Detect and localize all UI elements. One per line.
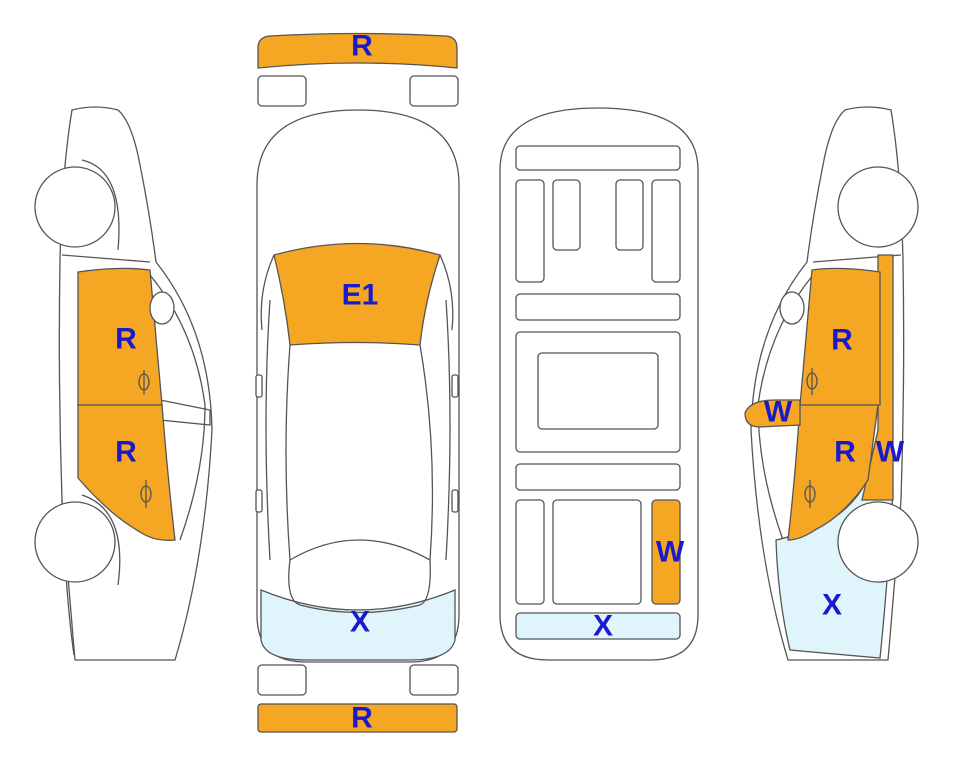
top-roof-outline bbox=[285, 344, 434, 562]
left-rear-door-panel[interactable] bbox=[77, 404, 176, 541]
interior-dashboard bbox=[515, 145, 681, 171]
top-view: R E1 X R bbox=[255, 30, 460, 735]
interior-front-left-seat bbox=[552, 179, 581, 251]
rear-left-taillight bbox=[257, 664, 307, 696]
right-side-mirror-housing bbox=[779, 291, 805, 325]
right-front-wheel bbox=[837, 166, 919, 248]
right-rear-door-label: R bbox=[834, 436, 856, 469]
interior-roof-panel bbox=[537, 352, 659, 430]
top-rear-label: X bbox=[350, 606, 370, 639]
left-rear-wheel-arch bbox=[81, 494, 121, 586]
right-rear-quarter-label: X bbox=[822, 589, 842, 622]
interior-front-right-door bbox=[651, 179, 681, 283]
top-left-mirror bbox=[255, 374, 263, 398]
top-left-body-line bbox=[265, 299, 271, 561]
interior-rear-panel[interactable] bbox=[515, 612, 681, 640]
interior-rear-label: X bbox=[593, 610, 613, 643]
left-rear-door-label: R bbox=[115, 436, 137, 469]
interior-front-right-seat bbox=[615, 179, 644, 251]
rear-bumper-label: R bbox=[351, 702, 373, 735]
hood-label: E1 bbox=[342, 279, 379, 312]
right-pillar-label: W bbox=[876, 436, 905, 469]
interior-rear-bench bbox=[552, 499, 642, 605]
right-mirror-panel[interactable] bbox=[744, 399, 801, 428]
left-side-mirror bbox=[149, 291, 175, 325]
right-rear-door-handle bbox=[804, 480, 816, 508]
left-front-door-label: R bbox=[115, 323, 137, 356]
top-rear-window bbox=[288, 559, 431, 614]
interior-rear-left-door bbox=[515, 499, 545, 605]
interior-front-left-door bbox=[515, 179, 545, 283]
front-left-headlight bbox=[257, 75, 307, 107]
top-windshield-left bbox=[260, 254, 275, 331]
front-bumper-label: R bbox=[351, 30, 373, 63]
right-mirror-label: W bbox=[764, 396, 793, 429]
left-rear-door-handle bbox=[140, 480, 152, 508]
rear-bumper-panel[interactable] bbox=[257, 703, 458, 733]
top-windshield-right bbox=[439, 254, 454, 331]
right-front-door-panel[interactable] bbox=[799, 267, 881, 406]
right-front-door-label: R bbox=[831, 324, 853, 357]
front-bumper-panel[interactable] bbox=[257, 32, 458, 69]
left-front-door-handle bbox=[138, 370, 150, 395]
left-side-view: R R bbox=[34, 106, 213, 661]
front-right-headlight bbox=[409, 75, 459, 107]
left-front-door-panel[interactable] bbox=[77, 267, 163, 406]
rear-right-taillight bbox=[409, 664, 459, 696]
top-right-body-line bbox=[445, 299, 451, 561]
top-right-mirror bbox=[451, 374, 459, 398]
right-front-door-handle bbox=[806, 368, 818, 395]
interior-center-bar bbox=[515, 293, 681, 321]
interior-rear-right-seat[interactable] bbox=[651, 499, 681, 605]
interior-rear-right-seat-label: W bbox=[656, 536, 685, 569]
top-left-rear-handle bbox=[255, 489, 263, 513]
right-side-view: X W W R R bbox=[744, 106, 919, 661]
left-front-wheel-arch bbox=[81, 159, 120, 251]
right-rear-wheel bbox=[837, 501, 919, 583]
left-front-wheel bbox=[34, 166, 116, 248]
hood-panel[interactable] bbox=[273, 242, 441, 346]
interior-rear-bar bbox=[515, 463, 681, 491]
top-right-rear-handle bbox=[451, 489, 459, 513]
left-side-roof-line bbox=[61, 254, 151, 263]
interior-view: W X bbox=[499, 107, 699, 661]
left-rear-wheel bbox=[34, 501, 116, 583]
